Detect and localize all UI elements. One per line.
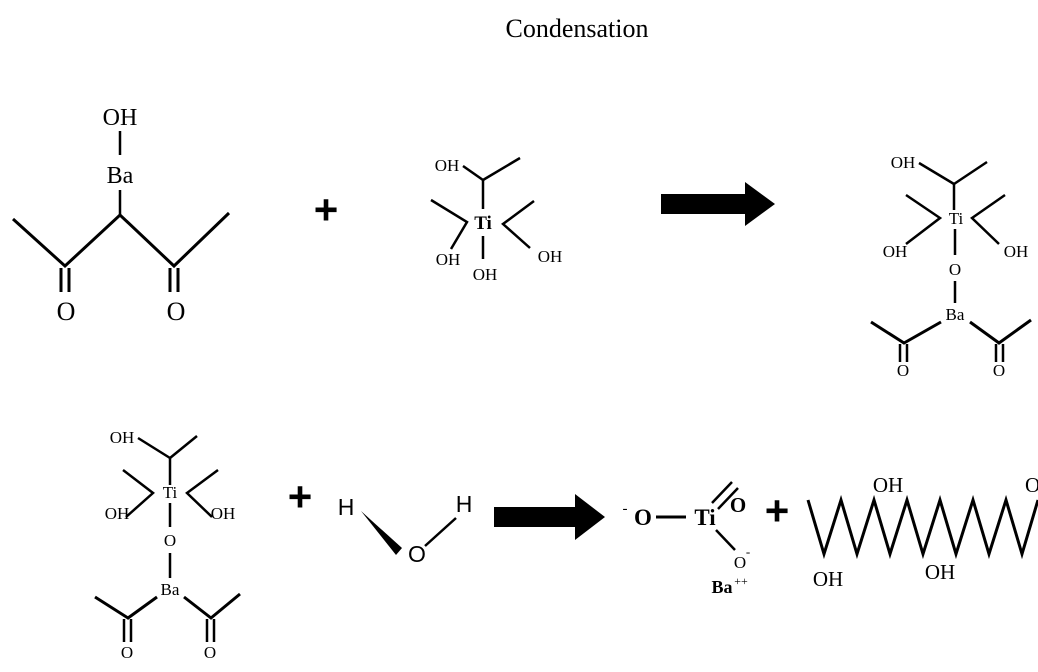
- atom-ti: Ti: [163, 483, 178, 502]
- atom-o-right: O: [167, 297, 186, 326]
- atom-ti: Ti: [474, 213, 492, 234]
- atom-oh: OH: [436, 250, 461, 269]
- product-batio3: - O Ti O O - Ba ++: [623, 481, 750, 597]
- atom-oh: OH: [105, 504, 130, 523]
- atom-oh: OH: [883, 242, 908, 261]
- reactant-ba-complex: OH Ba O O: [11, 105, 231, 326]
- atom-ba: Ba: [946, 305, 965, 324]
- atom-oh: OH: [538, 247, 563, 266]
- reactant-ti-o-ba: OH Ti OH OH O Ba O O: [94, 428, 241, 662]
- atom-o: O: [408, 541, 426, 567]
- plus-sign-2: +: [288, 473, 313, 520]
- atom-ti: Ti: [694, 505, 716, 530]
- atom-o: O: [993, 361, 1005, 380]
- reaction-arrow-1: [661, 182, 775, 226]
- atom-oh: OH: [813, 567, 843, 591]
- atom-oh: OH: [435, 156, 460, 175]
- atom-h: H: [456, 491, 473, 517]
- plus-sign-1: +: [314, 186, 339, 233]
- atom-o: O: [634, 505, 652, 530]
- product-ti-o-ba: OH Ti OH OH O Ba O O: [870, 153, 1032, 380]
- atom-o: O: [734, 553, 746, 572]
- diagram-title: Condensation: [506, 14, 649, 43]
- atom-oh: OH: [873, 473, 903, 497]
- atom-oh: OH: [1004, 242, 1029, 261]
- product-polyol: OH OH OH OH: [806, 473, 1038, 591]
- atom-ba: Ba: [711, 577, 732, 597]
- atom-neg: -: [746, 544, 750, 559]
- atom-o: O: [204, 643, 216, 662]
- atom-ba: Ba: [107, 163, 134, 189]
- atom-h: H: [338, 494, 355, 520]
- atom-oh: OH: [1025, 473, 1038, 497]
- atom-oh: OH: [103, 105, 138, 131]
- atom-oh: OH: [891, 153, 916, 172]
- atom-ba-charge: ++: [734, 574, 748, 588]
- atom-ba: Ba: [161, 580, 180, 599]
- atom-o: O: [121, 643, 133, 662]
- reaction-arrow-2: [494, 494, 605, 540]
- atom-oh: OH: [925, 560, 955, 584]
- atom-ti: Ti: [949, 209, 964, 228]
- atom-o: O: [949, 260, 961, 279]
- atom-o: O: [897, 361, 909, 380]
- atom-o: O: [164, 531, 176, 550]
- reactant-water: H O H: [338, 491, 473, 567]
- atom-o-left: O: [57, 297, 76, 326]
- plus-sign-3: +: [765, 487, 790, 534]
- atom-neg: -: [623, 501, 628, 517]
- atom-o: O: [730, 493, 746, 517]
- reactant-ti-complex: OH Ti OH OH OH: [430, 156, 563, 284]
- atom-oh: OH: [211, 504, 236, 523]
- atom-oh: OH: [473, 265, 498, 284]
- atom-oh: OH: [110, 428, 135, 447]
